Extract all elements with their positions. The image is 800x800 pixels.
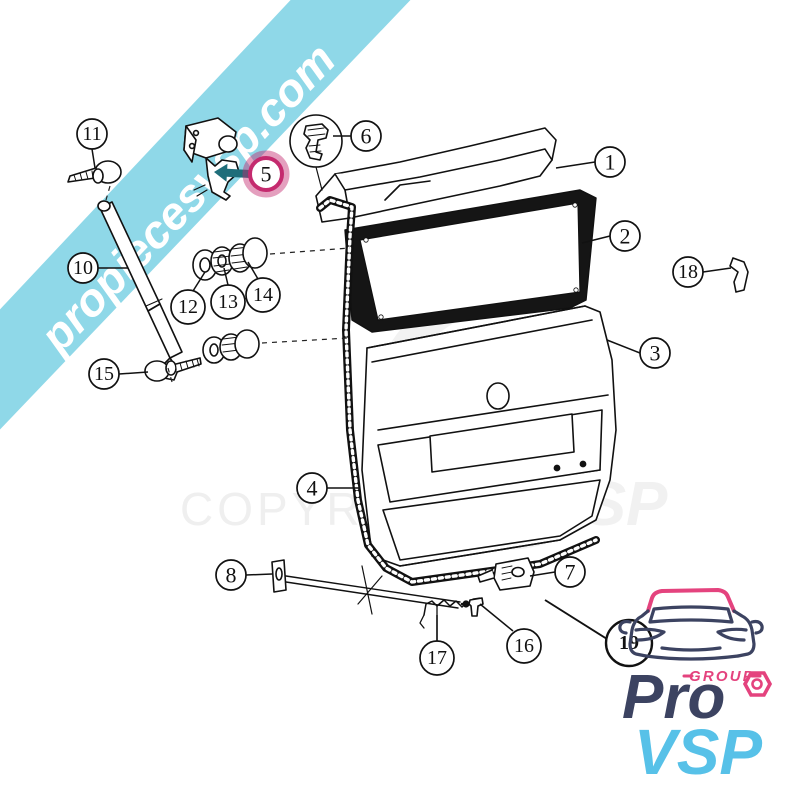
part-2-window-seal [344, 189, 597, 333]
guide-hardware-top [269, 247, 351, 255]
logo-group-text: GROUP [689, 668, 755, 685]
callout-circle-12[interactable] [170, 289, 206, 325]
callout-label-7: 7 [565, 560, 576, 585]
callout-halo-5 [242, 150, 290, 198]
callout-circle-5[interactable] [248, 156, 284, 192]
callout-label-14: 14 [253, 284, 273, 306]
logo-vsp-text: VSP [634, 716, 762, 788]
callout-circle-17[interactable] [419, 640, 455, 676]
callout-13[interactable]: 13 [210, 267, 246, 320]
part-5-hinge-bracket [183, 117, 240, 201]
callout-4[interactable]: 4 [296, 472, 360, 504]
part-11-ball-stud-upper [67, 160, 122, 184]
callout-1[interactable]: 1 [555, 146, 626, 178]
callout-circle-15[interactable] [88, 358, 120, 390]
leader-line-12 [192, 271, 206, 292]
callout-15[interactable]: 15 [88, 358, 149, 390]
callout-label-18: 18 [678, 261, 698, 283]
callout-2[interactable]: 2 [581, 220, 641, 252]
callout-label-4: 4 [307, 476, 318, 501]
callout-label-12: 12 [178, 296, 198, 318]
callout-16[interactable]: 16 [479, 603, 542, 664]
leader-line-8 [245, 573, 273, 576]
part-16-contact-switch [468, 597, 484, 617]
part-18-striker [729, 257, 749, 293]
logo-group-mark: GROUP [682, 668, 762, 685]
callout-circle-11[interactable] [76, 118, 108, 150]
guide-hardware-bottom [261, 337, 349, 344]
callout-label-17: 17 [427, 647, 447, 669]
logo-hex-icon [742, 671, 773, 697]
part-8-actuating-rod [271, 559, 470, 615]
guide-11-to-10 [105, 185, 111, 201]
callout-circle-16[interactable] [506, 628, 542, 664]
leader-line-16 [479, 603, 514, 632]
leader-line-15 [118, 371, 149, 375]
leader-line-14 [247, 261, 259, 280]
callout-14[interactable]: 14 [245, 261, 281, 313]
callout-circle-18[interactable] [672, 256, 704, 288]
callout-7[interactable]: 7 [529, 556, 586, 588]
leader-line-1 [555, 161, 596, 169]
callout-18[interactable]: 18 [672, 256, 732, 288]
parts-12-14-lower-hardware [202, 329, 260, 364]
callout-label-6: 6 [361, 124, 372, 149]
callout-circle-14[interactable] [245, 277, 281, 313]
callout-label-3: 3 [650, 341, 661, 366]
callout-5[interactable]: 5 [214, 150, 290, 198]
callout-label-15: 15 [94, 363, 114, 385]
leader-line-7 [529, 571, 556, 577]
leader-line-11 [91, 148, 96, 169]
part-6-seal-clip-detail [289, 114, 343, 191]
leader-line-18 [702, 267, 732, 273]
leader-line-3 [606, 339, 641, 354]
callout-8[interactable]: 8 [215, 559, 273, 591]
part-4-body-seal [316, 196, 600, 586]
callout-circle-1[interactable] [594, 146, 626, 178]
callout-3[interactable]: 3 [606, 337, 671, 369]
guide-15-to-10 [167, 367, 173, 383]
callout-circle-4[interactable] [296, 472, 328, 504]
leader-line-2 [581, 235, 611, 244]
logo-car-icon [618, 588, 764, 661]
callout-11[interactable]: 11 [76, 118, 108, 169]
callout-label-11: 11 [82, 123, 101, 145]
callout-label-2: 2 [620, 224, 631, 249]
callout-label-10: 10 [73, 257, 93, 279]
leader-line-19 [544, 599, 608, 640]
part-7-latch [477, 557, 535, 591]
callout-label-8: 8 [226, 563, 237, 588]
band-shape [0, 0, 411, 430]
callout-6[interactable]: 6 [333, 120, 382, 152]
logo-pro-text: Pro [622, 663, 725, 732]
callout-label-13: 13 [218, 291, 238, 313]
callout-circle-13[interactable] [210, 284, 246, 320]
callout-circle-7[interactable] [554, 556, 586, 588]
callout-circle-10[interactable] [67, 252, 99, 284]
parts-12-14-upper-hardware [192, 237, 268, 281]
callout-circle-8[interactable] [215, 559, 247, 591]
callout-17[interactable]: 17 [419, 615, 455, 676]
callout-12[interactable]: 12 [170, 271, 206, 325]
callout-10[interactable]: 10 [67, 252, 128, 284]
callout-label-16: 16 [514, 635, 534, 657]
callout-circle-6[interactable] [350, 120, 382, 152]
highlight-arrow-5 [214, 163, 251, 182]
callout-label-5: 5 [261, 162, 272, 187]
callout-circle-2[interactable] [609, 220, 641, 252]
leader-line-13 [223, 267, 229, 286]
callout-circle-3[interactable] [639, 337, 671, 369]
part-1-spoiler-trim [315, 127, 557, 223]
callout-label-1: 1 [605, 150, 616, 175]
part-3-tailgate-panel [361, 305, 617, 567]
